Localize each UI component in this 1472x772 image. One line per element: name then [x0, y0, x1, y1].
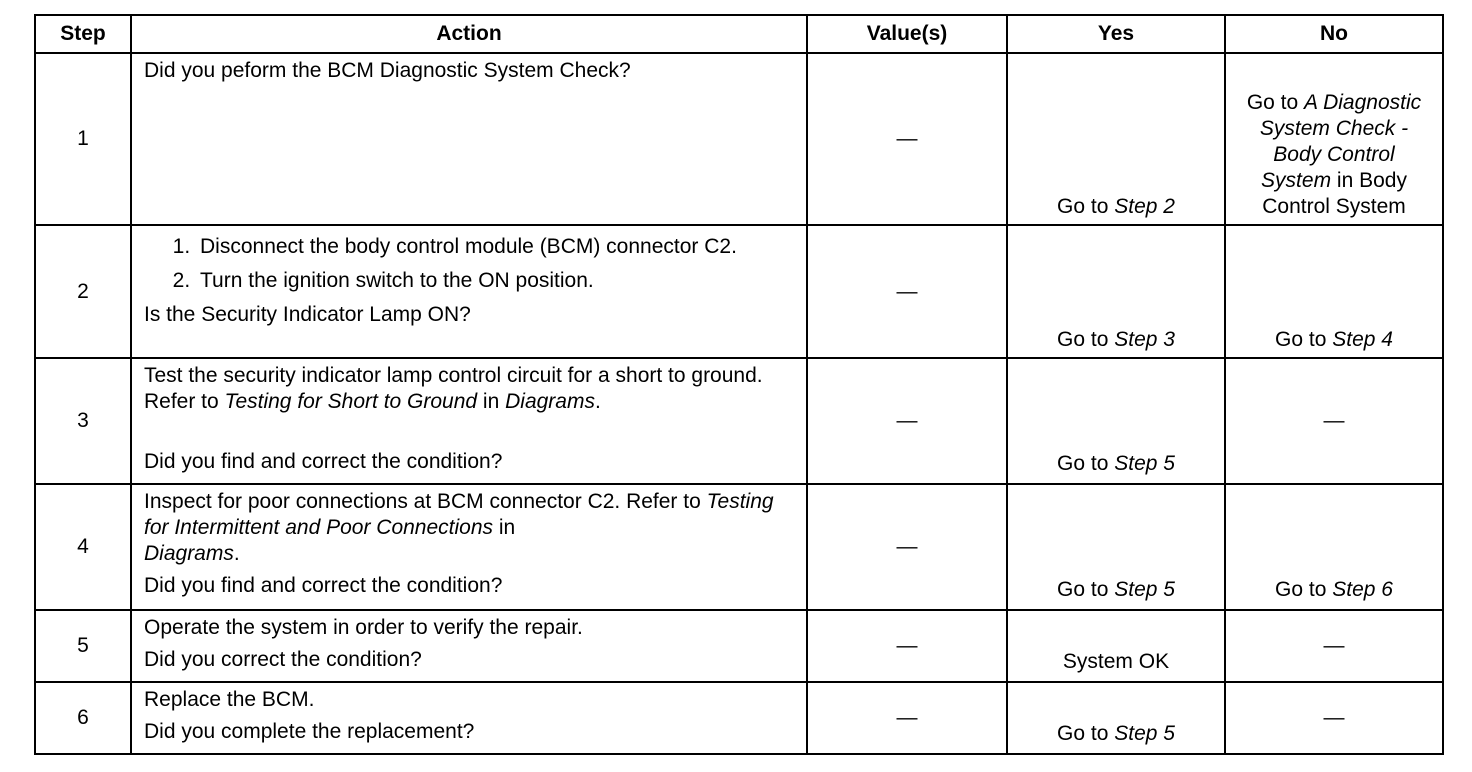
yes-cell: Go to Step 5 [1006, 357, 1226, 485]
header-values: Value(s) [806, 14, 1008, 54]
yes-cell: System OK [1006, 609, 1226, 683]
action-cell: Did you peform the BCM Diagnostic System… [130, 52, 808, 226]
value-cell: — [806, 357, 1008, 485]
no-step-link[interactable]: Step 4 [1332, 328, 1393, 351]
yes-step-link[interactable]: Step 3 [1114, 328, 1175, 351]
action-text: Operate the system in order to verify th… [144, 616, 583, 639]
no-prefix: Go to [1275, 578, 1333, 601]
action-question: Did you find and correct the condition? [144, 450, 503, 473]
value-cell: — [806, 52, 1008, 226]
table-row: 3 Test the security indicator lamp contr… [34, 357, 1444, 485]
no-suffix: in Body Control System [1262, 169, 1407, 218]
header-row: Step Action Value(s) Yes No [34, 14, 1444, 54]
no-cell: Go to Step 6 [1224, 483, 1444, 611]
action-text-part: Inspect for poor connections at BCM conn… [144, 490, 707, 513]
no-step-link[interactable]: Step 6 [1332, 578, 1393, 601]
reference-link[interactable]: Diagrams [144, 542, 234, 565]
step-number: 2 [34, 224, 132, 359]
yes-cell: Go to Step 5 [1006, 681, 1226, 755]
action-text: Inspect for poor connections at BCM conn… [144, 489, 796, 567]
value-cell: — [806, 681, 1008, 755]
list-item: Turn the ignition switch to the ON posit… [196, 268, 796, 294]
value-cell: — [806, 224, 1008, 359]
no-step-link[interactable]: A Diagnostic System Check - Body Control… [1259, 91, 1422, 192]
yes-prefix: Go to [1057, 722, 1115, 745]
no-cell: — [1224, 609, 1444, 683]
yes-step-link[interactable]: Step 2 [1114, 195, 1175, 218]
no-cell: Go to Step 4 [1224, 224, 1444, 359]
action-text-part: . [233, 542, 240, 565]
yes-prefix: Go to [1057, 195, 1115, 218]
action-text-part: Test the security indicator lamp control… [144, 364, 763, 413]
action-text: Test the security indicator lamp control… [144, 363, 796, 415]
table-row: 4 Inspect for poor connections at BCM co… [34, 483, 1444, 611]
no-cell: — [1224, 357, 1444, 485]
list-item: Disconnect the body control module (BCM)… [196, 234, 796, 260]
step-number: 6 [34, 681, 132, 755]
action-text-part: in [493, 516, 516, 539]
table-row: 6 Replace the BCM. Did you complete the … [34, 681, 1444, 755]
action-question: Did you complete the replacement? [144, 720, 475, 743]
action-text-part: in [477, 390, 506, 413]
step-number: 1 [34, 52, 132, 226]
yes-step-link[interactable]: Step 5 [1114, 578, 1175, 601]
header-no: No [1224, 14, 1444, 54]
reference-link[interactable]: Testing for Short to Ground [224, 390, 478, 413]
yes-step-link[interactable]: Step 5 [1114, 452, 1175, 475]
yes-cell: Go to Step 3 [1006, 224, 1226, 359]
no-cell: — [1224, 681, 1444, 755]
step-number: 5 [34, 609, 132, 683]
yes-cell: Go to Step 2 [1006, 52, 1226, 226]
action-cell: Operate the system in order to verify th… [130, 609, 808, 683]
table-row: 2 Disconnect the body control module (BC… [34, 224, 1444, 359]
reference-link[interactable]: Testing for Intermittent and Poor Connec… [144, 490, 774, 539]
header-step: Step [34, 14, 132, 54]
yes-prefix: Go to [1057, 452, 1115, 475]
no-prefix: Go to [1246, 91, 1305, 114]
action-cell: Inspect for poor connections at BCM conn… [130, 483, 808, 611]
action-question: Did you correct the condition? [144, 648, 422, 671]
step-number: 4 [34, 483, 132, 611]
table-row: 5 Operate the system in order to verify … [34, 609, 1444, 683]
action-text-part: . [594, 390, 601, 413]
reference-link[interactable]: Diagrams [505, 390, 595, 413]
value-cell: — [806, 609, 1008, 683]
header-yes: Yes [1006, 14, 1226, 54]
action-cell: Disconnect the body control module (BCM)… [130, 224, 808, 359]
yes-step-link[interactable]: Step 5 [1114, 722, 1175, 745]
no-cell: Go to A Diagnostic System Check - Body C… [1224, 52, 1444, 226]
action-question: Did you peform the BCM Diagnostic System… [144, 59, 631, 82]
diagnostic-table: Step Action Value(s) Yes No 1 Did you pe… [34, 14, 1444, 755]
step-number: 3 [34, 357, 132, 485]
action-cell: Test the security indicator lamp control… [130, 357, 808, 485]
no-prefix: Go to [1275, 328, 1333, 351]
action-question: Did you find and correct the condition? [144, 574, 503, 597]
header-action: Action [130, 14, 808, 54]
action-cell: Replace the BCM. Did you complete the re… [130, 681, 808, 755]
action-steps-list: Disconnect the body control module (BCM)… [144, 234, 796, 294]
action-text: Replace the BCM. [144, 688, 315, 711]
yes-prefix: Go to [1057, 328, 1115, 351]
value-cell: — [806, 483, 1008, 611]
yes-prefix: Go to [1057, 578, 1115, 601]
yes-cell: Go to Step 5 [1006, 483, 1226, 611]
table-row: 1 Did you peform the BCM Diagnostic Syst… [34, 52, 1444, 226]
action-question: Is the Security Indicator Lamp ON? [144, 303, 471, 326]
